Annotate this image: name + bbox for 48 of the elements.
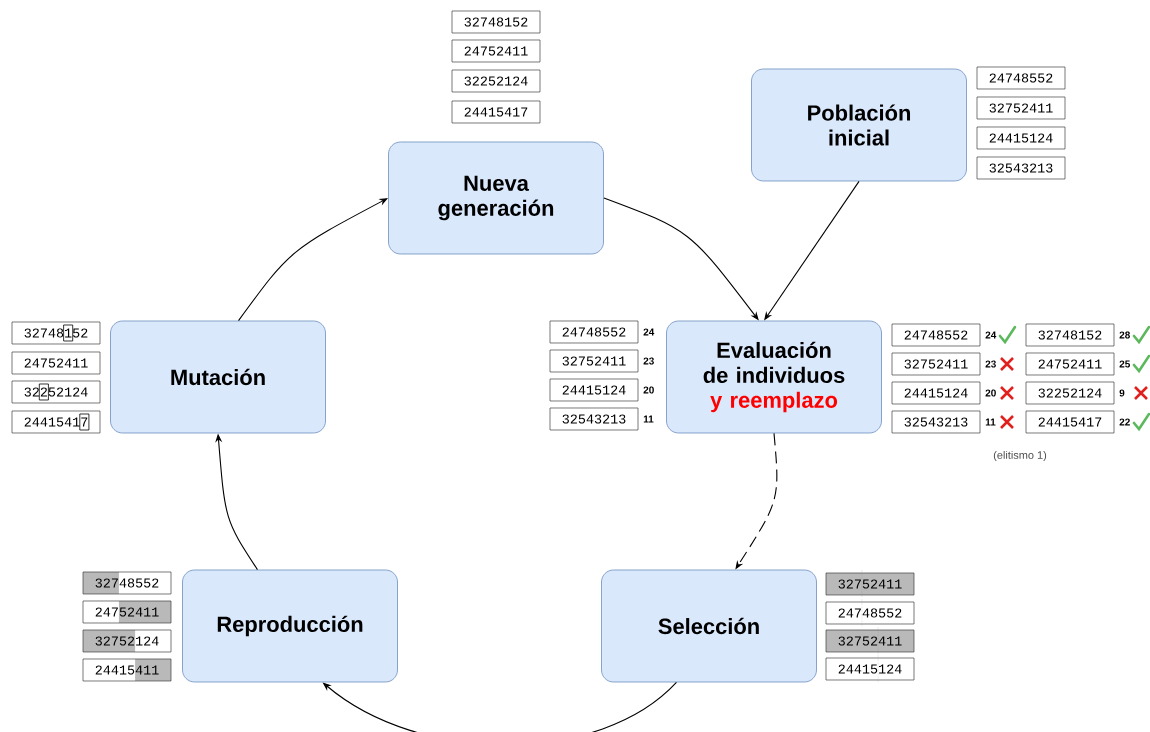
chromosome-box: 24752411 [1025,352,1115,376]
process-box: Selección [601,569,817,683]
chromosome-box: 24415124 [976,126,1066,150]
fitness-value: 22 [1119,418,1130,426]
chromosome-box: 24415411 [82,658,172,682]
fitness-value: 11 [643,415,654,423]
chromosome-box: 32748152 [1025,323,1115,347]
fitness-value: 23 [985,360,996,368]
chromosome-box: 24415417 [451,100,541,124]
process-box: Mutación [110,320,326,434]
fitness-value: 11 [985,418,996,426]
chromosome-box: 32752411 [891,352,981,376]
chromosome-box: 32748152 [451,10,541,34]
fitness-value: 20 [643,386,654,394]
chromosome-box: 24748552 [825,598,915,628]
chromosome-box: 32752411 [976,96,1066,120]
fitness-value: 20 [985,389,996,397]
chromosome-box: 32752411 [825,569,915,599]
process-box: Población inicial [751,68,967,182]
fitness-value: 24 [643,328,655,336]
fitness-value: 23 [643,357,654,365]
chromosome-box: 32752411 [549,349,639,373]
process-box: Nueva generación [388,141,604,255]
process-box: Evaluación de individuos y reemplazo [666,320,882,434]
chromosome-box: 24748552 [549,320,639,344]
chromosome-box: 32252124 [1025,381,1115,405]
chromosome-box: 32543213 [549,407,639,431]
chromosome-box: 24752411 [451,39,541,63]
process-box: Reproducción [182,569,398,683]
chromosome-box: 24415124 [825,654,915,684]
chromosome-box: 32752124 [82,629,172,653]
chromosome-box: 24415124 [549,378,639,402]
chromosome-box: 24415417 [1025,410,1115,434]
chromosome-box: 32543213 [976,156,1066,180]
chromosome-box: 24748552 [891,323,981,347]
chromosome-box: 32748552 [82,571,172,595]
chromosome-box: 24752411 [11,351,101,375]
fitness-value: 24 [985,331,997,339]
chromosome-box: 32752411 [825,626,915,656]
chromosome-box: 24415124 [891,381,981,405]
fitness-value: 28 [1119,331,1130,339]
chromosome-box: 32252124 [451,69,541,93]
fitness-value: 25 [1119,360,1130,368]
chromosome-box: 32543213 [891,410,981,434]
note-text: (elitismo 1) [993,450,1047,462]
chromosome-box: 24752411 [82,600,172,624]
fitness-value: 9 [1119,389,1125,397]
chromosome-box: 24748552 [976,66,1066,90]
